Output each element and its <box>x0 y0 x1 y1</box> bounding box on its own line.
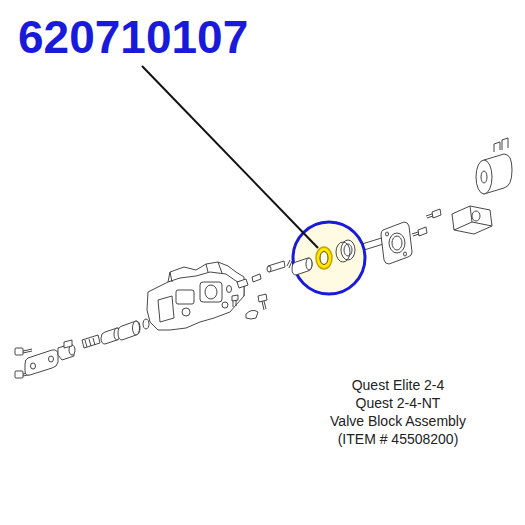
parts <box>292 240 355 275</box>
piston <box>292 258 312 275</box>
o-ring <box>227 286 232 293</box>
fitting <box>58 340 75 360</box>
callout-number: 620710107 <box>18 14 248 60</box>
screw <box>232 294 267 310</box>
caption-line: Quest Elite 2-4 <box>352 376 445 394</box>
washer <box>341 240 355 260</box>
caption-line: Quest 2-4-NT <box>356 394 441 412</box>
caption-line: Valve Block Assembly <box>330 412 466 430</box>
valve-block <box>147 262 244 330</box>
gasket-plate <box>381 222 412 264</box>
o-ring <box>320 252 328 265</box>
o-ring-highlight <box>316 247 332 269</box>
parts <box>15 138 512 378</box>
gasket-plate <box>25 350 58 375</box>
pin <box>252 274 261 282</box>
o-ring <box>143 319 149 329</box>
stem <box>268 261 285 272</box>
solenoid-coil <box>476 138 512 194</box>
bracket <box>452 206 492 234</box>
screw <box>412 209 441 236</box>
clip <box>246 310 258 319</box>
leader-line <box>142 66 318 248</box>
spring <box>82 335 100 348</box>
caption-line: (ITEM # 45508200) <box>338 430 459 448</box>
plug <box>237 279 248 288</box>
cylinder <box>118 321 140 340</box>
